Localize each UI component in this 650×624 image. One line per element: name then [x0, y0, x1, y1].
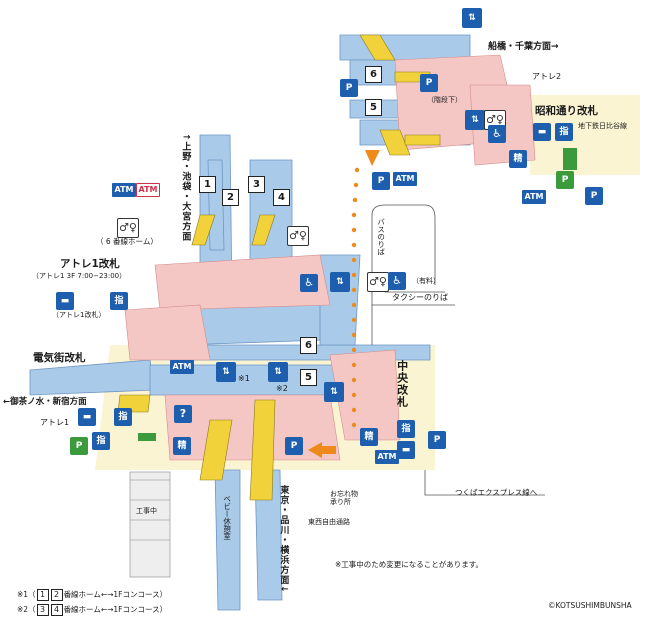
toilet-icon: ♂♀ [367, 272, 389, 292]
place-baby: ベビー休憩室 [222, 495, 232, 540]
marker-2: ※2 [276, 384, 288, 393]
atm-alt-icon: ATM [136, 183, 160, 197]
route-dots [351, 167, 360, 428]
green-area-west [138, 433, 156, 441]
platform-3: 3 [248, 176, 265, 193]
parking-green-icon: P [70, 437, 88, 455]
footnote-2-suffix: 番線ホーム←→1Fコンコース） [63, 605, 168, 614]
platform-5: 5 [300, 369, 317, 386]
direction-south: 東京・品川・横浜方面↓ [278, 485, 289, 594]
route-arrow-north [365, 150, 380, 166]
place-tsukuba: つくばエクスプレス線へ [455, 488, 538, 497]
platform-2: 2 [222, 189, 239, 206]
ticket-gate-icon: ▬ [533, 123, 551, 141]
footnote-1-prefix: ※1（ [17, 590, 36, 599]
reserved-seat-icon: 指 [555, 123, 573, 141]
footnote-1-num: 2 [50, 589, 63, 601]
parking-icon: P [585, 187, 603, 205]
atm-icon: ATM [522, 190, 546, 204]
place-atre2: アトレ2 [532, 72, 562, 81]
parking-icon: P [285, 437, 303, 455]
information-icon: ? [174, 405, 192, 423]
platform-1: 1 [199, 176, 216, 193]
parking-green-icon: P [556, 171, 574, 189]
platform-5-east: 5 [365, 99, 382, 116]
place-paid: （有料） [412, 277, 440, 285]
place-home6: （ 6 番線ホーム） [96, 237, 158, 246]
wheelchair-icon: ♿ [388, 272, 406, 290]
elevator-icon: ⇅ [465, 110, 485, 130]
parking-icon: P [372, 172, 390, 190]
footnote-1-suffix: 番線ホーム←→1Fコンコース） [63, 590, 168, 599]
direction-east: 船橋・千葉方面→ [488, 42, 559, 52]
gate-denki: 電気街改札 [33, 352, 86, 364]
stairs [117, 34, 441, 501]
atm-icon: ATM [393, 172, 417, 186]
reserved-seat-icon: 指 [110, 292, 128, 310]
ticket-gate-icon: ▬ [397, 441, 415, 459]
place-atre1: アトレ1 [40, 418, 70, 427]
elevator-icon: ⇅ [330, 272, 350, 292]
parking-icon: P [420, 74, 438, 92]
place-taxi: タクシーのりば [392, 293, 448, 302]
direction-north: ↑上野・池袋・大宮方面 [180, 133, 191, 242]
elevator-icon: ⇅ [324, 382, 344, 402]
gate-atre1: アトレ1改札 [60, 258, 120, 270]
gate-showa: 昭和通り改札 [535, 105, 598, 117]
platform-6: 6 [300, 337, 317, 354]
place-stairs-down: （階段下） [427, 96, 462, 104]
place-subway: 地下鉄日比谷線 [578, 122, 627, 130]
fare-adjust-icon: 精 [173, 437, 191, 455]
fare-adjust-icon: 精 [509, 150, 527, 168]
footnote-2-num: 3 [36, 604, 49, 616]
atm-icon: ATM [170, 360, 194, 374]
fare-adjust-icon: 精 [360, 428, 378, 446]
marker-1: ※1 [238, 374, 250, 383]
gate-atre1-hours: （アトレ1 3F 7:00−23:00） [32, 272, 127, 280]
footnote-1-num: 1 [36, 589, 49, 601]
direction-west: ←御茶ノ水・新宿方面 [3, 397, 87, 407]
ticket-gate-icon: ▬ [56, 292, 74, 310]
platform-4: 4 [273, 189, 290, 206]
elevator-icon: ⇅ [268, 362, 288, 382]
footnote-2-prefix: ※2（ [17, 605, 36, 614]
elevator-icon: ⇅ [216, 362, 236, 382]
atm-icon: ATM [112, 183, 136, 197]
wheelchair-icon: ♿ [488, 125, 506, 143]
construction-zone [129, 471, 171, 578]
footnote-2-num: 4 [50, 604, 63, 616]
reserved-seat-icon: 指 [92, 432, 110, 450]
place-bus: バスのりば [376, 218, 386, 256]
gate-atre1-small: （アトレ1改札） [52, 311, 106, 319]
toilet-icon: ♂♀ [287, 226, 309, 246]
elevator-icon: ⇅ [462, 8, 482, 28]
wheelchair-icon: ♿ [300, 274, 318, 292]
platform-6-east: 6 [365, 66, 382, 83]
parking-icon: P [428, 431, 446, 449]
reserved-seat-icon: 指 [397, 420, 415, 438]
road-lines [371, 204, 545, 496]
atm-icon: ATM [375, 450, 399, 464]
ticket-gate-icon: ▬ [78, 408, 96, 426]
showa-area [530, 95, 640, 175]
place-passage: 東西自由通路 [308, 518, 350, 526]
reserved-seat-icon: 指 [114, 408, 132, 426]
green-area-showa [563, 148, 577, 170]
construction-note: ※工事中のため変更になることがあります。 [335, 560, 484, 569]
place-lost: お忘れ物 承り所 [330, 490, 358, 507]
toilet-icon: ♂♀ [117, 218, 139, 238]
route-arrow-west [308, 442, 336, 458]
parking-icon: P [340, 79, 358, 97]
gate-chuo: 中央改札 [395, 360, 409, 408]
place-construction: 工事中 [136, 507, 157, 515]
copyright: ©KOTSUSHIMBUNSHA [548, 601, 632, 610]
